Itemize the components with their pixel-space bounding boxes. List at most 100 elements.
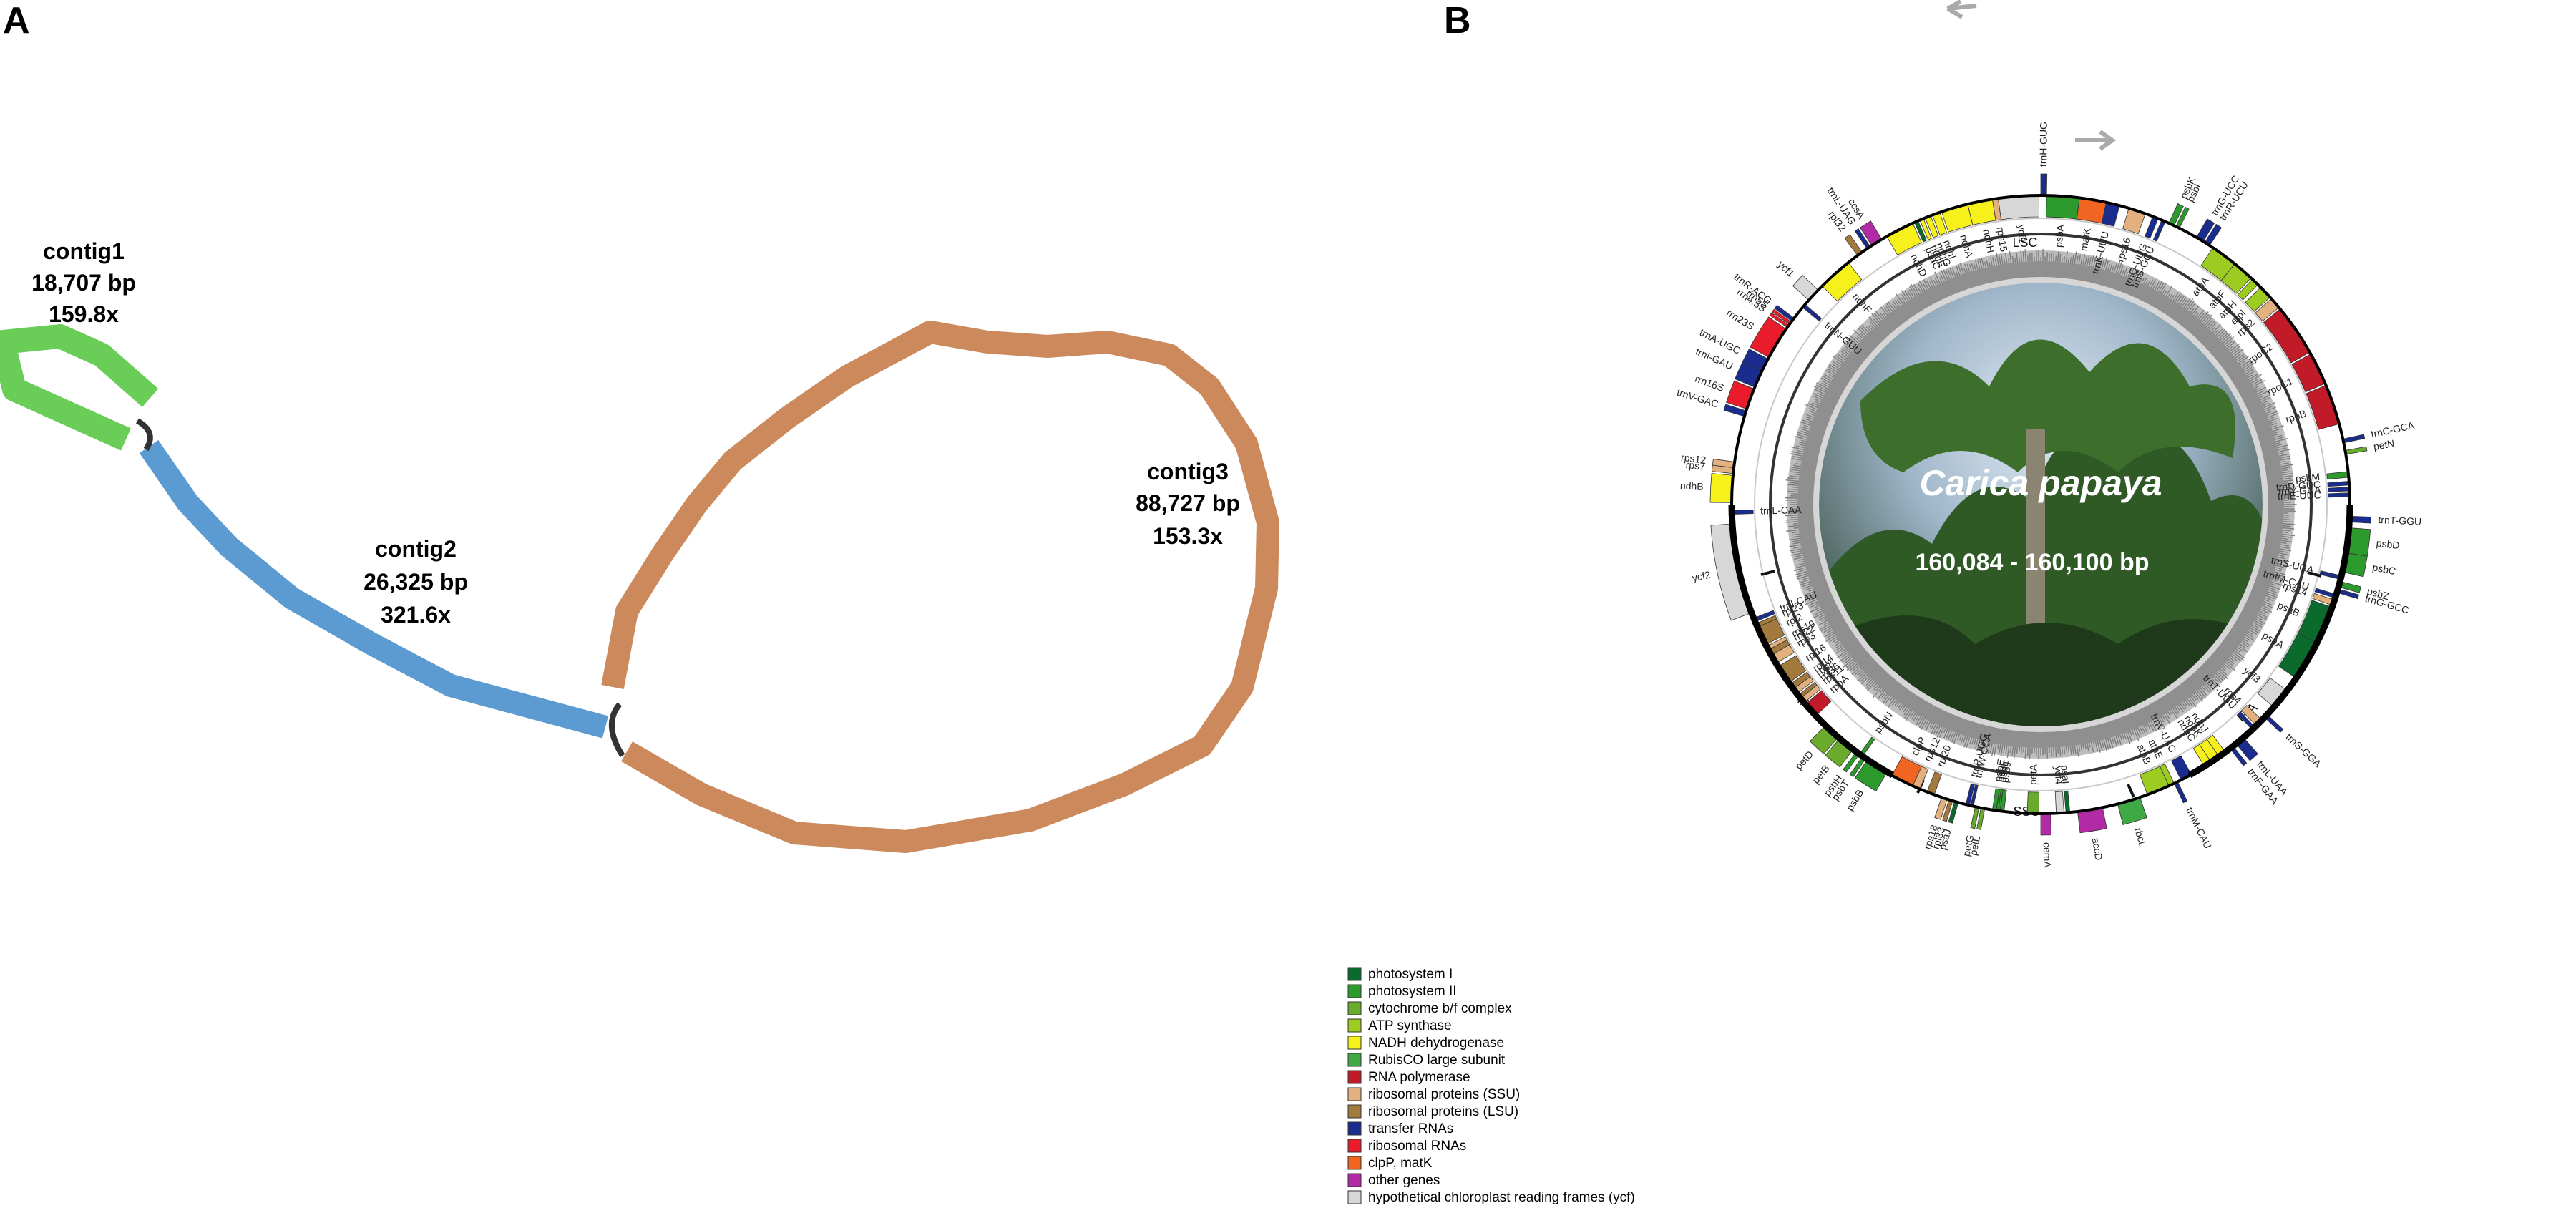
gc-bar (2172, 708, 2178, 716)
gc-bar (1903, 707, 1907, 713)
gc-bar (2279, 454, 2288, 457)
gc-bar (1975, 260, 1979, 270)
gc-bar (1969, 737, 1973, 744)
gc-bar (1828, 364, 1838, 371)
gc-bar (1934, 278, 1938, 285)
gc-bar (1810, 603, 1819, 608)
gc-bar (1860, 676, 1870, 685)
gc-bar (2238, 355, 2250, 364)
gc-bar (1868, 316, 1877, 326)
gc-bar (2248, 374, 2253, 378)
gc-bar (2205, 683, 2212, 691)
gc-bar (1799, 421, 1811, 426)
gene-label: trnY-GUA (2278, 484, 2322, 497)
gc-bar (1870, 313, 1880, 323)
gc-bar (1797, 432, 1808, 437)
gc-bar (2214, 329, 2219, 335)
gc-bar (2107, 738, 2112, 749)
gc-bar (2099, 740, 2103, 751)
gc-bar (2215, 328, 2223, 336)
gc-bar (2252, 379, 2263, 386)
contig1-path (0, 324, 159, 451)
region-label-lsc: LSC (2012, 235, 2037, 250)
gc-bar (1845, 657, 1853, 663)
gc-bar (2115, 260, 2121, 273)
gc-bar (2082, 254, 2086, 266)
legend-swatch-lsu (1347, 1104, 1362, 1119)
gc-bar (2269, 587, 2277, 591)
gc-bar (1812, 392, 1823, 399)
gene-block-peta (2026, 791, 2039, 814)
gc-bar (2160, 716, 2165, 723)
gc-bar (1953, 733, 1958, 745)
gc-bar (1815, 399, 1821, 402)
legend-swatch-rbc (1347, 1053, 1362, 1067)
gc-bar (1849, 663, 1858, 671)
gc-bar (1971, 738, 1974, 745)
legend-label-atp: ATP synthase (1368, 1018, 1452, 1033)
gc-bar (2109, 737, 2114, 749)
gc-bar (1820, 625, 1830, 632)
gc-bar (1836, 361, 1842, 366)
legend-label-ssu: ribosomal proteins (SSU) (1368, 1087, 1520, 1102)
gc-bar (2074, 251, 2077, 264)
gc-bar (1909, 711, 1914, 719)
gc-bar (1911, 713, 1916, 720)
gc-bar (1894, 299, 1901, 307)
gc-bar (1885, 696, 1892, 704)
gc-bar (2175, 292, 2182, 302)
gc-bar (2282, 533, 2296, 537)
gc-bar (1958, 734, 1962, 741)
gc-bar (1886, 303, 1893, 312)
gc-bar (2245, 369, 2254, 374)
gene-block-ycf1 (1792, 274, 1819, 301)
gc-bar (2000, 744, 2004, 757)
gc-bar (1808, 589, 1813, 592)
gene-label: rrn16S (1694, 373, 1726, 394)
gc-bar (1924, 720, 1929, 728)
gc-bar (1810, 607, 1821, 613)
gc-bar (1946, 729, 1951, 739)
legend-swatch-rpo (1347, 1070, 1362, 1084)
gc-bar (1943, 729, 1948, 739)
gc-bar (1799, 560, 1805, 563)
gc-bar (1854, 336, 1860, 343)
gc-bar (2281, 540, 2293, 543)
gc-bar (2133, 729, 2140, 741)
gc-bar (1879, 689, 1883, 694)
gc-bar (1920, 719, 1927, 731)
gc-bar (1846, 662, 1856, 671)
gc-bar (1798, 558, 1804, 561)
gene-label: rps7 (1685, 459, 1706, 472)
gc-bar (2283, 527, 2295, 530)
gene-block-trnd-guc (2327, 481, 2350, 487)
gc-bar (1901, 297, 1906, 303)
gc-bar (1865, 326, 1871, 331)
gc-bar (1879, 312, 1885, 318)
gc-bar (2283, 484, 2290, 487)
gc-bar (2207, 320, 2215, 328)
gc-bar (2185, 699, 2190, 706)
gc-bar (2121, 734, 2124, 739)
gc-bar (1824, 631, 1834, 638)
legend-swatch-clp (1347, 1156, 1362, 1170)
genome-map: Carica papaya 160,084 - 160,100 bp LSC S… (1676, 0, 2422, 868)
gc-bar (1918, 717, 1923, 726)
gc-bar (1918, 280, 1926, 291)
gc-bar (1805, 593, 1815, 598)
gc-bar (1791, 451, 1803, 454)
gc-bar (2074, 745, 2077, 754)
gc-bar (2019, 746, 2021, 752)
direction-arrow-top (1946, 0, 1977, 19)
gc-bar (1963, 736, 1968, 748)
gc-bar (1792, 522, 1799, 525)
gc-bar (2129, 268, 2135, 278)
gc-bar (1790, 453, 1802, 457)
gc-bar (1933, 724, 1938, 734)
gc-bar (2283, 482, 2288, 484)
gc-bar (1852, 665, 1859, 672)
gc-bar (1800, 426, 1810, 430)
gc-bar (2020, 746, 2023, 754)
gc-bar (2125, 271, 2129, 277)
